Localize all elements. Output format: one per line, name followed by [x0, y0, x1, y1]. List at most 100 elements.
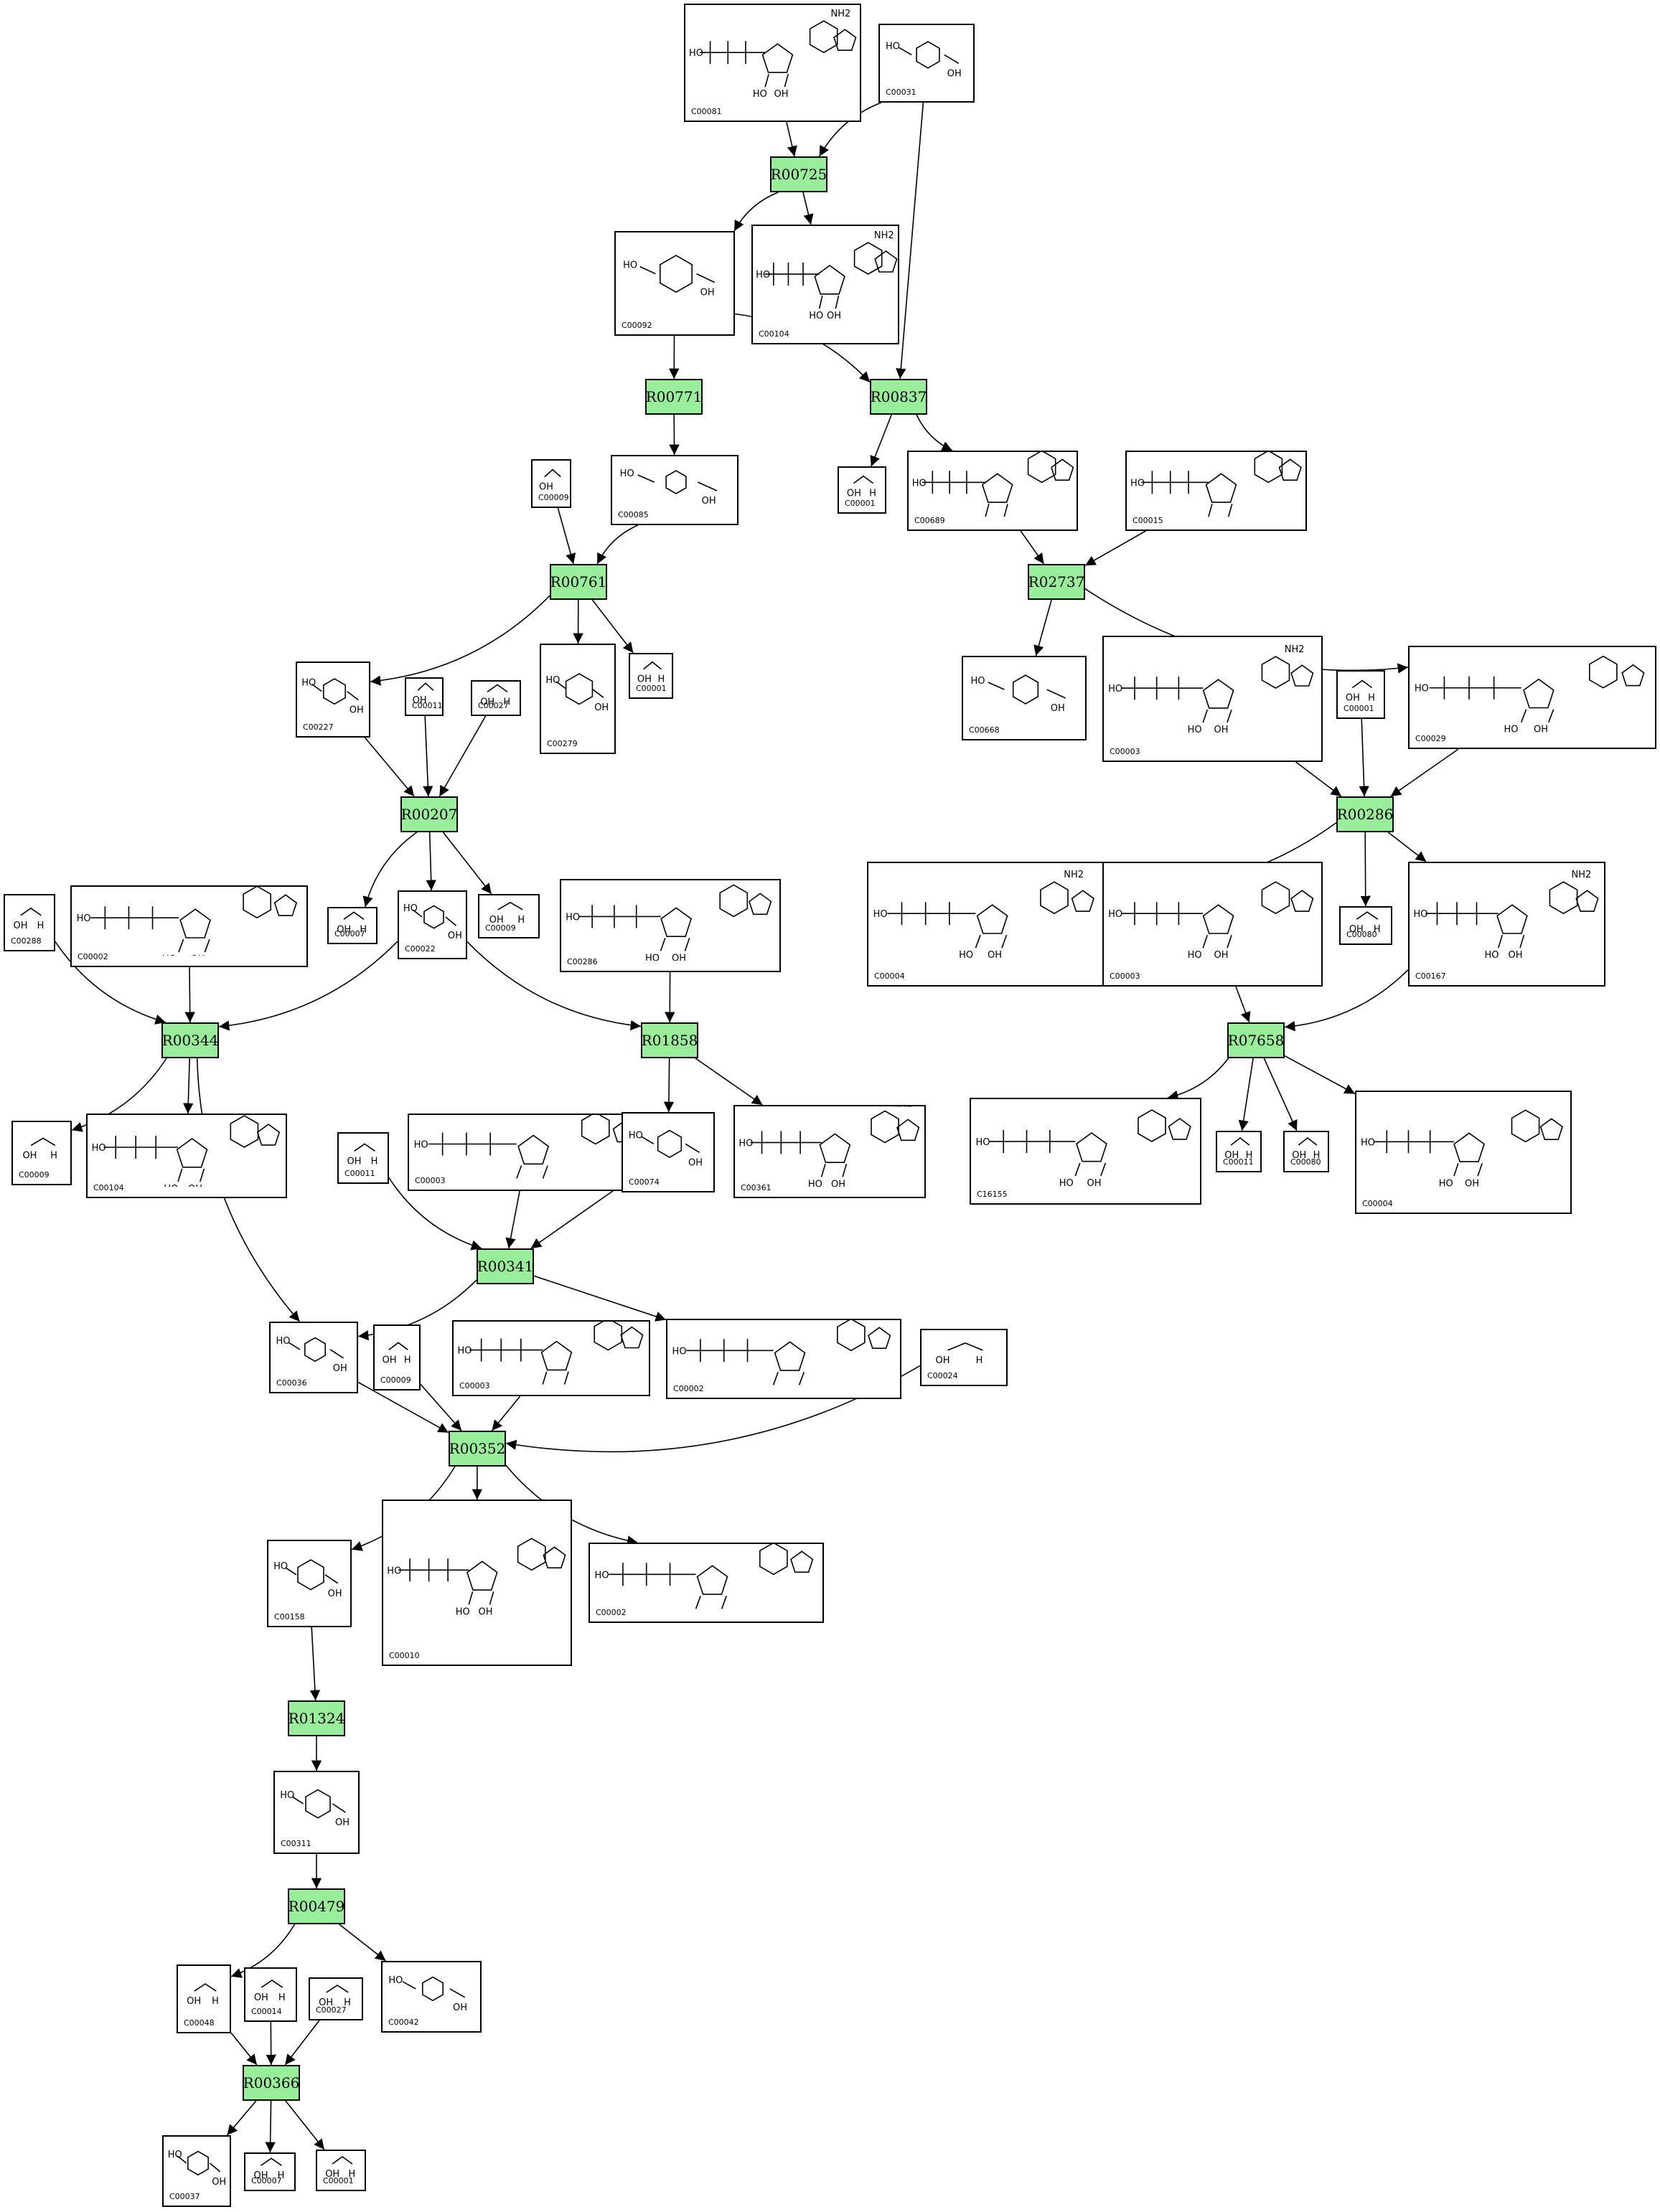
reaction-r00479[interactable]: R00479 [288, 1888, 345, 1924]
reaction-r00352[interactable]: R00352 [449, 1431, 506, 1467]
compound-c00015[interactable]: HOOHHOC00015 [1125, 451, 1307, 531]
compound-c00104[interactable]: HOOHHOC00104 [86, 1114, 287, 1198]
compound-c00002[interactable]: HOOHHOC00002 [666, 1319, 901, 1399]
reaction-r00771[interactable]: R00771 [645, 379, 703, 415]
structure-label: HO [620, 469, 634, 479]
compound-id-label: C00029 [1415, 734, 1446, 743]
structure-bonds [261, 1980, 283, 1988]
reaction-r00366[interactable]: R00366 [243, 2065, 300, 2101]
compound-id-label: C00014 [251, 2007, 282, 2016]
compound-id-label: C00009 [485, 923, 516, 933]
structure-label: OH [347, 1156, 362, 1167]
compound-c00002[interactable]: HOOHHONH2C00002 [588, 1543, 824, 1623]
reaction-edge [309, 1627, 321, 1701]
structure-label: HO [1414, 909, 1428, 920]
reaction-r02737[interactable]: R02737 [1028, 564, 1085, 600]
structure-label: OH [1214, 950, 1229, 961]
reaction-r01858[interactable]: R01858 [641, 1022, 698, 1058]
reaction-edge [1390, 748, 1459, 797]
structure-bonds [177, 2150, 221, 2176]
reaction-r00344[interactable]: R00344 [161, 1022, 219, 1058]
structure-label: HO [456, 1606, 470, 1617]
reaction-r00341[interactable]: R00341 [477, 1248, 534, 1284]
compound-c00002[interactable]: HOOHHOC00002 [70, 885, 308, 967]
reaction-r00725[interactable]: R00725 [770, 156, 827, 192]
structure-bonds [20, 907, 42, 916]
structure-label: HO [756, 270, 770, 281]
structure-label: OH [254, 2170, 268, 2180]
compound-c00689[interactable]: HOOHHOC00689 [907, 451, 1078, 531]
reaction-r07658[interactable]: R07658 [1227, 1022, 1285, 1058]
structure-bonds [194, 1983, 217, 1992]
structure-label: HO [1485, 950, 1499, 961]
compound-c00361[interactable]: HOOHHONH2C00361 [733, 1105, 926, 1198]
reaction-r00286[interactable]: R00286 [1336, 796, 1394, 832]
structure-label: OH [785, 1387, 799, 1388]
structure-bonds [544, 469, 561, 478]
structure-label: HO [1108, 684, 1122, 695]
reaction-r01324[interactable]: R01324 [288, 1700, 345, 1736]
reaction-edge [1359, 718, 1369, 797]
compound-id-label: C00104 [759, 329, 789, 339]
reaction-r00207[interactable]: R00207 [400, 796, 458, 832]
structure-label: H [37, 921, 44, 931]
reaction-r00837[interactable]: R00837 [870, 379, 927, 415]
structure-label: HO [970, 676, 985, 687]
reaction-r00761[interactable]: R00761 [550, 564, 607, 600]
reaction-edge [695, 1058, 763, 1106]
